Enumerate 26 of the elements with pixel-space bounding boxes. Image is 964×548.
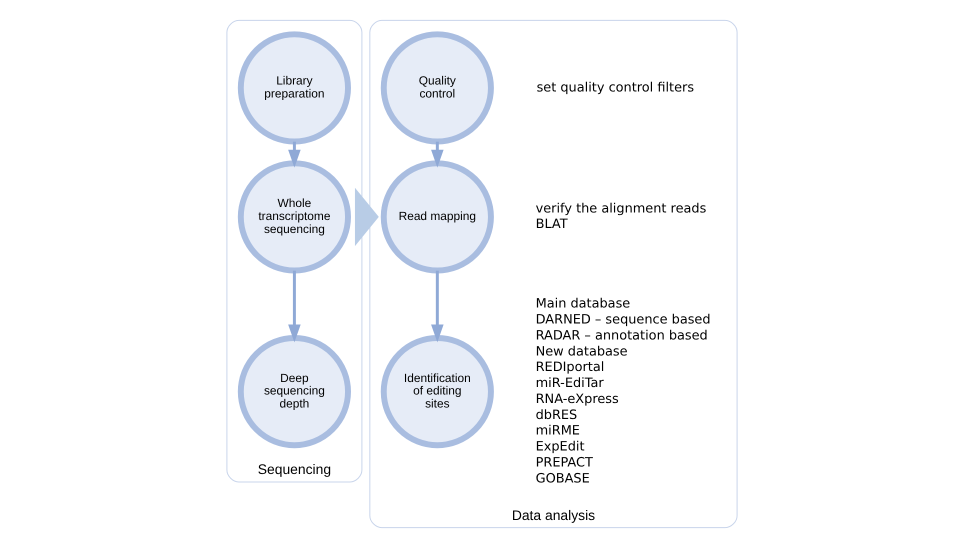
arrow [288,270,301,342]
node-circle: Library preparation [238,31,351,144]
node-label: verify the alignment reads [536,201,706,216]
node-label: ExpEdit [536,440,585,455]
node-label: miR-EdiTar [536,376,604,392]
node-label: set quality control filters [536,80,694,96]
node-label: New database [536,344,628,360]
node-label: RADAR – annotation based [536,328,708,344]
arrow [431,270,444,342]
arrow [354,188,379,246]
node-label: dbRES [536,408,578,423]
arrow [288,142,301,168]
node-label: PREPACT [536,455,593,470]
node-circle: Identification of editing sites [380,335,494,448]
node-circle: Deep sequencing depth [238,335,351,448]
node-label: Main database [536,296,630,312]
node-label: BLAT [536,217,568,232]
node-circle: Quality control [380,31,494,144]
node-circle: Read mapping [380,160,494,274]
node-label: DARNED – sequence based [536,312,711,328]
arrow [431,142,444,168]
node-label: REDIportal [536,360,604,376]
node-label: RNA-eXpress [536,392,619,407]
node-circle: Whole transcriptome sequencing [238,160,351,274]
node-label: miRME [536,424,580,439]
node-label: GOBASE [536,471,590,486]
